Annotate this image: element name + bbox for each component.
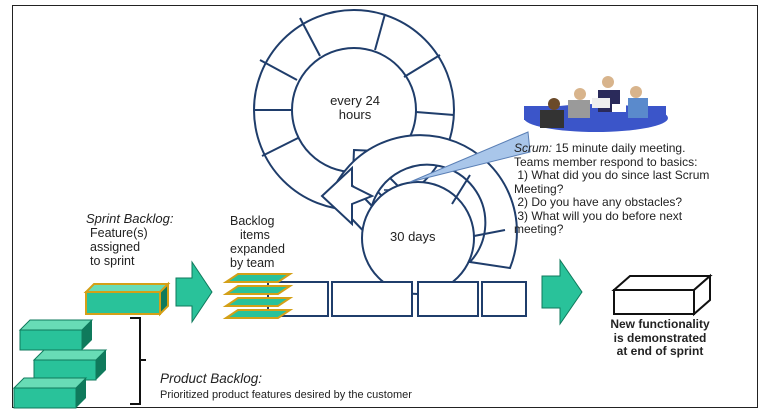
sprint-backlog-line1: Feature(s) [90,226,148,240]
backlog-items-line1: Backlog [230,214,275,228]
scrum-line5: 2) Do you have any obstacles? [514,195,683,209]
flow-arrow-2 [541,258,583,326]
daily-cycle-label: every 24 hours [326,94,384,122]
backlog-items-line3: expanded [230,242,285,256]
scrum-line7: meeting? [514,222,564,236]
backlog-items-label: Backlog items expanded by team [230,214,285,270]
new-functionality-line3: at end of sprint [616,344,704,358]
expanded-backlog-items [222,273,294,319]
daily-cycle-label-line1: every 24 [330,93,380,108]
sprint-base-boxes [267,281,527,317]
sprint-backlog-title: Sprint Backlog: [86,211,174,226]
backlog-items-line4: by team [230,256,275,270]
scrum-callout-pointer [409,131,531,183]
product-backlog-stack [12,319,108,409]
new-functionality-line2: is demonstrated [613,330,707,345]
scrum-line1: Scrum: 15 minute daily meeting. [514,141,754,156]
new-functionality-label: New functionality is demonstrated at end… [590,317,730,359]
scrum-title-rest: 15 minute daily meeting. [552,141,686,155]
sprint-cycle-label: 30 days [390,229,436,244]
scrum-line2: Teams member respond to basics: [514,154,698,169]
scrum-line4: Meeting? [514,181,564,196]
daily-cycle-label-line2: hours [338,107,372,122]
product-backlog-subtitle: Prioritized product features desired by … [160,389,412,401]
product-backlog-title: Product Backlog: [160,371,263,386]
new-functionality-box [611,273,713,317]
sprint-backlog-line2: assigned [90,240,141,254]
sprint-backlog-line3: to sprint [90,254,135,268]
scrum-description: Scrum: 15 minute daily meeting. Teams me… [514,141,754,237]
sprint-cycle-arrow [320,165,375,227]
product-backlog-label: Product Backlog: Prioritized product fea… [160,372,412,402]
product-backlog-bracket [130,317,146,405]
sprint-backlog-box [83,281,171,317]
backlog-items-line2: items [240,228,270,242]
scrum-line3: 1) What did you do since last Scrum [514,168,710,182]
scrum-line6: 3) What will you do before next [514,208,683,223]
flow-arrow-1 [175,260,213,324]
scrum-title: Scrum: [514,141,553,155]
team-meeting-illustration [524,76,668,132]
new-functionality-line1: New functionality [610,317,710,331]
sprint-backlog-label: Sprint Backlog: Feature(s) assigned to s… [86,211,174,269]
